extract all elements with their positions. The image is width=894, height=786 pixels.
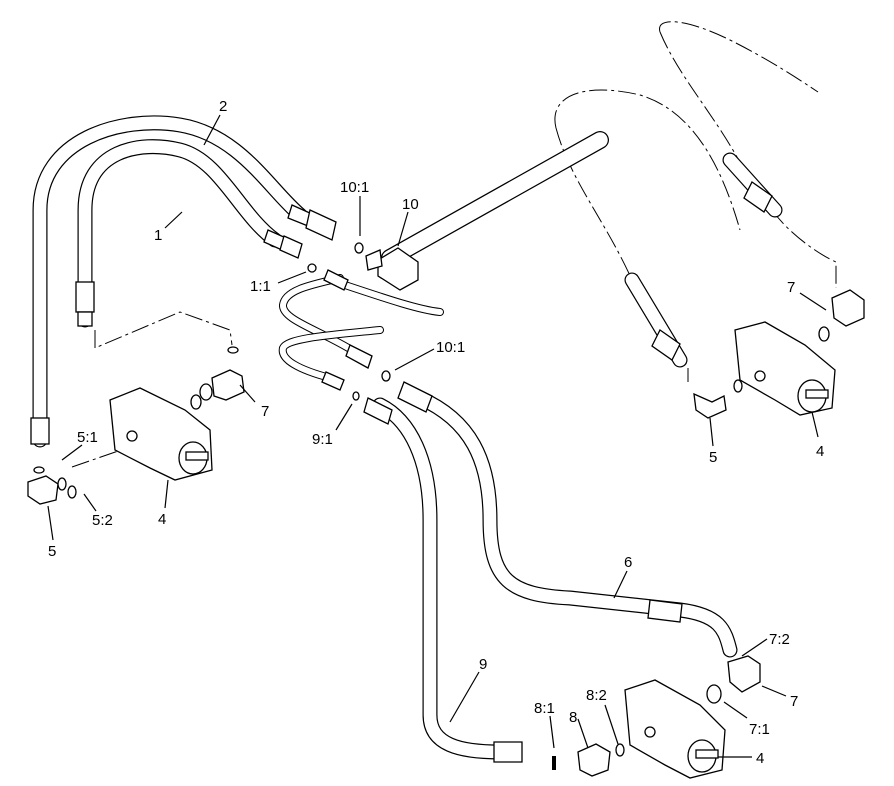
callout-10-1-mid: 10:1 — [436, 339, 465, 356]
hose-6 — [397, 381, 738, 658]
callout-5-left: 5 — [48, 543, 56, 560]
callout-1: 1 — [154, 227, 162, 244]
callout-5-2: 5:2 — [92, 512, 113, 529]
pump-bottom — [624, 679, 726, 779]
callout-5-1: 5:1 — [77, 429, 98, 446]
hose-9 — [363, 397, 523, 763]
elbow-fittings — [27, 242, 865, 777]
callout-7-right: 7 — [787, 279, 795, 296]
callout-9: 9 — [479, 656, 487, 673]
leader-lines — [47, 114, 827, 758]
hose-2 — [32, 115, 308, 448]
callout-7-left: 7 — [261, 403, 269, 420]
hose-end-fittings-top — [30, 204, 337, 445]
upper-right-hoses — [624, 152, 783, 368]
callout-1-1: 1:1 — [250, 278, 271, 295]
phantom-lines — [71, 21, 837, 468]
callout-4-right: 4 — [816, 443, 824, 460]
callout-5-right: 5 — [709, 449, 717, 466]
callout-7-bottom: 7 — [790, 693, 798, 710]
center-tubes — [278, 269, 384, 391]
tube-line — [341, 131, 609, 316]
pump-right — [734, 321, 836, 416]
tee-fitting — [365, 247, 419, 291]
callout-8-2: 8:2 — [586, 687, 607, 704]
callout-4-bottom: 4 — [756, 750, 764, 767]
hose-1 — [77, 139, 283, 328]
callout-8: 8 — [569, 709, 577, 726]
callout-7-2: 7:2 — [769, 631, 790, 648]
callout-8-1: 8:1 — [534, 700, 555, 717]
callout-10: 10 — [402, 196, 419, 213]
callout-4-left: 4 — [158, 511, 166, 528]
callout-6: 6 — [624, 554, 632, 571]
callout-labels: 2 1 10:1 10 1:1 10:1 9:1 7 5:1 5:2 5 4 7… — [48, 98, 824, 767]
callout-7-1: 7:1 — [749, 721, 770, 738]
callout-10-1-top: 10:1 — [340, 179, 369, 196]
callout-9-1: 9:1 — [312, 431, 333, 448]
pump-left — [109, 387, 213, 481]
callout-2: 2 — [219, 98, 227, 115]
